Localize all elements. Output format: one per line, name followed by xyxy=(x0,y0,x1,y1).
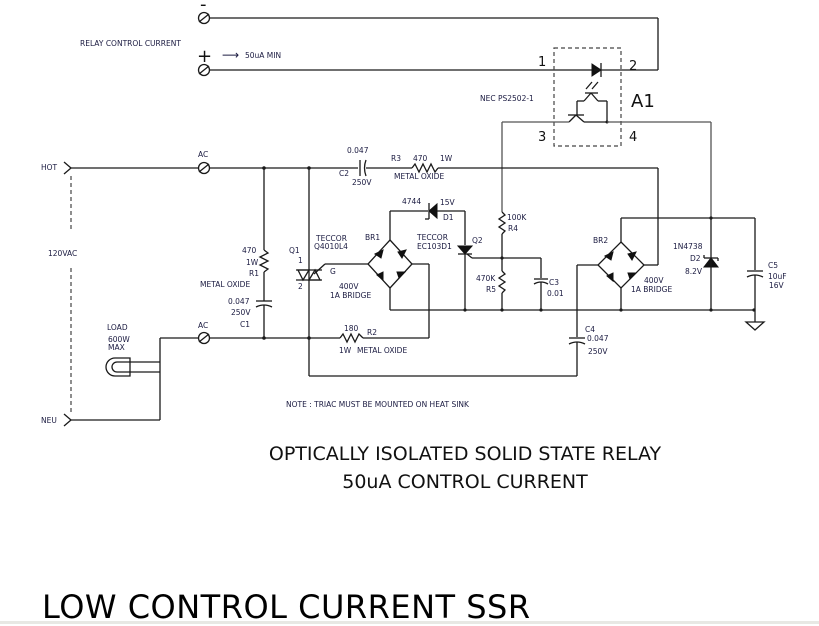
opto-pin-4: 4 xyxy=(629,130,637,145)
c2-voltage: 250V xyxy=(352,178,372,187)
d2-ref: D2 xyxy=(690,254,701,263)
resistor-r5-icon xyxy=(497,270,507,294)
c5-ref: C5 xyxy=(768,261,778,270)
r4-value: 100K xyxy=(507,213,527,222)
resistor-r3-icon xyxy=(411,162,439,174)
hot-label: HOT xyxy=(41,163,58,172)
r3-type: METAL OXIDE xyxy=(394,172,444,181)
br2-rating-1: 400V xyxy=(644,276,664,285)
c4-value: 0.047 xyxy=(587,334,609,343)
resistor-r1-icon xyxy=(258,249,270,273)
q1-maker: TECCOR xyxy=(315,234,347,243)
subtitle-line-1: OPTICALLY ISOLATED SOLID STATE RELAY xyxy=(268,443,662,465)
d1-ref: D1 xyxy=(443,213,454,222)
hot-ac-label: AC xyxy=(198,150,208,159)
c4-ref: C4 xyxy=(585,325,595,334)
d1-part: 4744 xyxy=(402,197,421,206)
r3-ref: R3 xyxy=(391,154,401,163)
br1-ref: BR1 xyxy=(365,233,380,242)
br1-rating-2: 1A BRIDGE xyxy=(330,291,371,300)
r3-power: 1W xyxy=(440,154,453,163)
control-plus-terminal xyxy=(197,63,211,77)
opto-pin-1: 1 xyxy=(538,55,546,70)
r1-power: 1W xyxy=(246,258,259,267)
q1-part: Q4010L4 xyxy=(314,242,348,251)
r1-type: METAL OXIDE xyxy=(200,280,250,289)
r5-ref: R5 xyxy=(486,285,496,294)
triac-q1-icon xyxy=(296,263,326,282)
r4-ref: R4 xyxy=(508,224,518,233)
subtitle-line-2: 50uA CONTROL CURRENT xyxy=(342,471,588,493)
lamp-load-icon xyxy=(105,357,160,377)
d2-part: 1N4738 xyxy=(673,242,703,251)
c1-ref: C1 xyxy=(240,320,250,329)
minus-sign: - xyxy=(200,0,207,15)
phototransistor-icon xyxy=(568,92,609,124)
q2-ref: Q2 xyxy=(472,236,483,245)
d2-voltage: 8.2V xyxy=(685,267,703,276)
zener-d1-icon xyxy=(425,202,438,220)
q1-pin1: 1 xyxy=(298,256,303,265)
bridge-br1-icon xyxy=(367,239,413,289)
r5-value: 470K xyxy=(476,274,496,283)
load-ac-label: AC xyxy=(198,321,208,330)
r2-ref: R2 xyxy=(367,328,377,337)
heat-sink-note: NOTE : TRIAC MUST BE MOUNTED ON HEAT SIN… xyxy=(286,400,470,409)
opto-part: NEC PS2502-1 xyxy=(480,94,534,103)
r2-power: 1W xyxy=(339,346,352,355)
capacitor-c2-icon xyxy=(359,159,367,177)
load-rating-1: 600W xyxy=(108,335,130,344)
br2-ref: BR2 xyxy=(593,236,608,245)
resistor-r2-icon xyxy=(339,332,364,344)
r1-ref: R1 xyxy=(249,269,259,278)
optocoupler-outline xyxy=(553,47,622,147)
c3-ref: C3 xyxy=(549,278,559,287)
c5-value: 10uF xyxy=(768,272,787,281)
q2-part: EC103D1 xyxy=(417,242,452,251)
c3-value: 0.01 xyxy=(547,289,564,298)
load-rating-2: MAX xyxy=(108,343,125,352)
q1-gate: G xyxy=(330,267,336,276)
r2-type: METAL OXIDE xyxy=(357,346,407,355)
vac-label: 120VAC xyxy=(48,249,77,258)
opto-pin-2: 2 xyxy=(629,59,637,74)
load-ac-terminal xyxy=(197,331,211,345)
c4-voltage: 250V xyxy=(588,347,608,356)
scr-q2-icon xyxy=(456,245,474,259)
c5-voltage: 16V xyxy=(769,281,785,290)
c1-voltage: 250V xyxy=(231,308,251,317)
main-title: LOW CONTROL CURRENT SSR xyxy=(42,588,531,626)
c2-ref: C2 xyxy=(339,169,349,178)
c2-value: 0.047 xyxy=(347,146,369,155)
hot-terminal-arrow xyxy=(63,161,72,175)
neu-label: NEU xyxy=(41,416,57,425)
br1-rating-1: 400V xyxy=(339,282,359,291)
footer-divider xyxy=(0,621,819,624)
q1-ref: Q1 xyxy=(289,246,300,255)
bridge-br2-icon xyxy=(597,241,645,289)
relay-control-current-label: RELAY CONTROL CURRENT xyxy=(80,39,181,48)
opto-ref: A1 xyxy=(631,91,655,112)
q2-maker: TECCOR xyxy=(416,233,448,242)
load-label: LOAD xyxy=(107,323,128,332)
br2-rating-2: 1A BRIDGE xyxy=(631,285,672,294)
r2-value: 180 xyxy=(344,324,359,333)
light-arrows-icon xyxy=(585,81,599,90)
neu-terminal-arrow xyxy=(63,413,72,427)
opto-pin-3: 3 xyxy=(538,130,546,145)
min-current-label: 50uA MIN xyxy=(245,51,281,60)
resistor-r4-icon xyxy=(497,211,507,235)
led-icon xyxy=(591,63,620,77)
control-minus-terminal xyxy=(197,11,211,25)
r3-value: 470 xyxy=(413,154,428,163)
d1-voltage: 15V xyxy=(440,198,456,207)
plus-sign: + xyxy=(197,46,212,67)
current-arrow-icon: ⟶ xyxy=(222,48,239,62)
hot-ac-terminal xyxy=(197,161,211,175)
c1-value: 0.047 xyxy=(228,297,250,306)
r1-value: 470 xyxy=(242,246,257,255)
q1-pin2: 2 xyxy=(298,282,303,291)
ground-icon xyxy=(744,321,766,331)
